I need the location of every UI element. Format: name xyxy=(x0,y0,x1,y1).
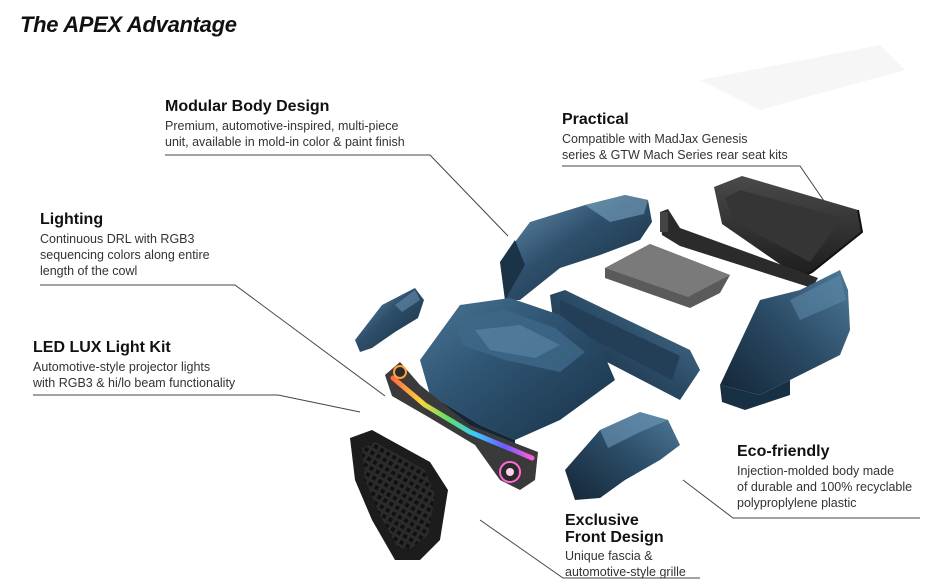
callout-description: Compatible with MadJax Genesis series & … xyxy=(562,131,822,163)
description-line: sequencing colors along entire xyxy=(40,248,210,262)
callout-practical: Practical Compatible with MadJax Genesis… xyxy=(562,111,822,163)
description-line: polyproplylene plastic xyxy=(737,496,857,510)
leader-practical xyxy=(562,165,834,215)
description-line: Automotive-style projector lights xyxy=(33,360,211,374)
description-line: Continuous DRL with RGB3 xyxy=(40,232,195,246)
callout-heading: Practical xyxy=(562,111,629,128)
ghost-reflection xyxy=(700,45,905,110)
description-line: automotive-style grille xyxy=(565,565,686,579)
callout-description: Premium, automotive-inspired, multi-piec… xyxy=(165,118,455,150)
callout-description: Unique fascia & automotive-style grille xyxy=(565,548,725,580)
front-grille xyxy=(350,430,448,560)
leader-lighting xyxy=(40,284,386,397)
leader-eco xyxy=(682,479,920,519)
callout-modular-body-design: Modular Body Design Premium, automotive-… xyxy=(165,98,455,150)
hood xyxy=(420,298,615,448)
left-upper-fender xyxy=(355,288,424,352)
right-rear-fender xyxy=(720,270,850,410)
page-title: The APEX Advantage xyxy=(20,12,237,37)
leader-modular xyxy=(165,154,509,237)
callout-lighting: Lighting Continuous DRL with RGB3 sequen… xyxy=(40,211,250,279)
side-rocker-panel xyxy=(550,290,700,400)
leader-ledlux xyxy=(33,394,361,413)
callout-heading: LED LUX Light Kit xyxy=(33,339,171,356)
floor-panel xyxy=(605,244,730,308)
leader-front xyxy=(479,519,700,579)
callout-eco-friendly: Eco-friendly Injection-molded body made … xyxy=(737,443,937,511)
callout-description: Injection-molded body made of durable an… xyxy=(737,463,937,511)
description-line: Compatible with MadJax Genesis xyxy=(562,132,748,146)
description-line: Unique fascia & xyxy=(565,549,653,563)
led-light-bar xyxy=(385,362,538,490)
callout-heading: Modular Body Design xyxy=(165,98,330,115)
description-line: with RGB3 & hi/lo beam functionality xyxy=(33,376,236,390)
callout-heading: Front Design xyxy=(565,529,664,546)
callout-description: Continuous DRL with RGB3 sequencing colo… xyxy=(40,231,250,279)
leader-lines xyxy=(33,154,920,579)
callout-heading: Eco-friendly xyxy=(737,443,830,460)
right-front-fender xyxy=(565,412,680,500)
callout-description: Automotive-style projector lights with R… xyxy=(33,359,273,391)
description-line: unit, available in mold-in color & paint… xyxy=(165,135,405,149)
upper-cowl-panel xyxy=(500,195,652,300)
description-line: Premium, automotive-inspired, multi-piec… xyxy=(165,119,399,133)
description-line: Injection-molded body made xyxy=(737,464,895,478)
description-line: of durable and 100% recyclable xyxy=(737,480,913,494)
rear-frame-bar xyxy=(660,209,818,288)
description-line: series & GTW Mach Series rear seat kits xyxy=(562,148,788,162)
callout-led-lux-light-kit: LED LUX Light Kit Automotive-style proje… xyxy=(33,339,273,391)
callout-heading: Lighting xyxy=(40,211,104,228)
callout-heading: Exclusive xyxy=(565,512,639,529)
callout-exclusive-front-design: Exclusive Front Design Unique fascia & a… xyxy=(565,512,725,580)
description-line: length of the cowl xyxy=(40,264,138,278)
